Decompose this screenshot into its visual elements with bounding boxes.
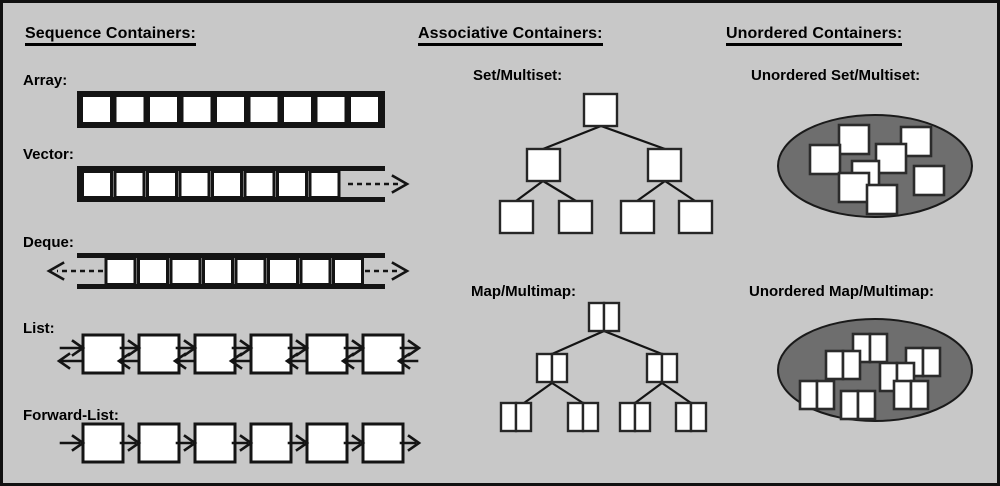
vector-growth-arrow xyxy=(348,174,410,194)
label-forward-list: Forward-List: xyxy=(23,407,119,424)
diagram-map-multimap-tree xyxy=(499,301,708,433)
diagram-forward-list xyxy=(59,422,422,464)
label-unordered-map-multimap: Unordered Map/Multimap: xyxy=(749,283,935,300)
forward-list-link-arrows xyxy=(59,434,422,452)
diagram-unordered-map-blob xyxy=(777,318,973,422)
label-deque: Deque: xyxy=(23,234,74,251)
label-list: List: xyxy=(23,320,55,337)
diagram-unordered-set-blob xyxy=(777,114,973,218)
label-map-multimap: Map/Multimap: xyxy=(471,283,576,300)
diagram-set-multiset-tree xyxy=(498,92,714,235)
diagram-array xyxy=(77,91,385,128)
label-unordered-set-multiset: Unordered Set/Multiset: xyxy=(751,67,921,84)
column-header-unordered: Unordered Containers: xyxy=(726,25,903,46)
label-array: Array: xyxy=(23,72,68,89)
deque-growth-arrow-left xyxy=(46,261,103,281)
diagram-vector xyxy=(77,166,410,202)
label-vector: Vector: xyxy=(23,146,74,163)
label-set-multiset: Set/Multiset: xyxy=(473,67,563,84)
column-header-sequence: Sequence Containers: xyxy=(25,25,196,46)
deque-growth-arrow-right xyxy=(365,261,410,281)
list-link-arrows xyxy=(56,339,422,370)
diagram-list xyxy=(56,333,422,375)
diagram-deque xyxy=(46,253,410,289)
column-header-associative: Associative Containers: xyxy=(418,25,603,46)
